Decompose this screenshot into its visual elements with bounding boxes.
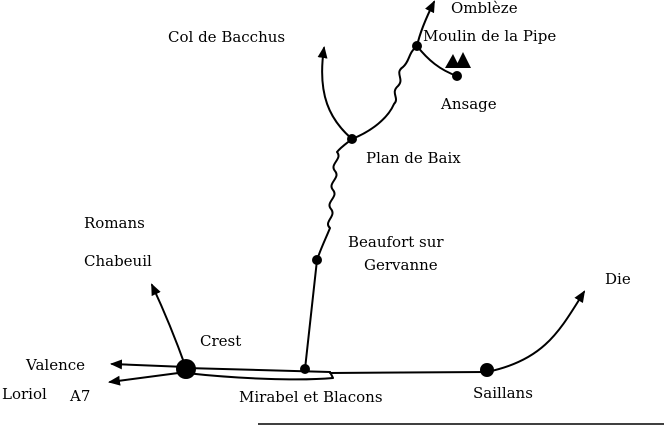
ansage-marker — [452, 71, 462, 81]
road-mirabel-saillans — [329, 371, 488, 374]
label-beaufort-2: Gervanne — [364, 256, 438, 274]
road-beaufort-plandebaix — [316, 138, 353, 261]
road-crest-chabeuil — [151, 283, 187, 369]
road-saillans-die — [486, 290, 586, 373]
label-loriol: Loriol — [2, 385, 47, 403]
label-col-bacchus: Col de Bacchus — [168, 28, 285, 46]
label-saillans: Saillans — [473, 384, 533, 402]
road-plandebaix-colbacchus — [317, 46, 353, 140]
label-omblez: Omblèze — [451, 0, 518, 17]
crest-marker — [176, 359, 196, 379]
mirabel-marker — [300, 364, 310, 374]
mountain-icon — [445, 52, 471, 68]
plan-de-baix-marker — [347, 134, 357, 144]
label-plan-de-baix: Plan de Baix — [366, 149, 461, 167]
label-mirabel: Mirabel et Blacons — [239, 388, 383, 406]
label-chabeuil: Chabeuil — [84, 252, 152, 270]
road-mirabel-beaufort — [304, 259, 318, 370]
label-valence: Valence — [25, 356, 85, 374]
road-crest-valence — [110, 359, 187, 370]
beaufort-marker — [312, 255, 322, 265]
label-romans: Romans — [84, 214, 145, 232]
moulin-marker — [412, 41, 422, 51]
saillans-marker — [480, 363, 494, 377]
road-plandebaix-moulin — [351, 45, 418, 140]
label-a7: A7 — [69, 387, 90, 405]
label-ansage: Ansage — [440, 95, 497, 113]
road-crest-loriol — [108, 371, 187, 386]
label-beaufort-1: Beaufort sur — [348, 233, 444, 251]
label-die: Die — [605, 270, 631, 288]
road-crest-mirabel-south — [185, 371, 334, 381]
label-crest: Crest — [200, 332, 241, 350]
label-moulin: Moulin de la Pipe — [423, 27, 556, 45]
